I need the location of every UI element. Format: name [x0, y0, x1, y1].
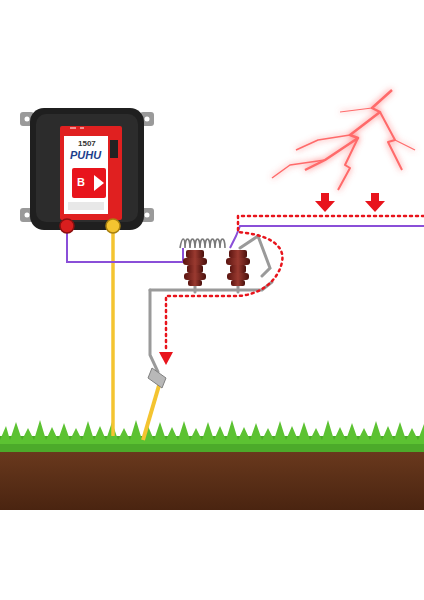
spring-coil	[180, 239, 225, 248]
energizer	[20, 108, 154, 233]
lightning	[272, 90, 415, 190]
earth-wire	[143, 382, 160, 440]
surge-arrow	[315, 193, 385, 212]
diverter-frame	[150, 236, 272, 372]
earth-wire	[111, 228, 115, 436]
earth-clamp	[148, 368, 166, 388]
device-label: 1507	[78, 140, 96, 148]
surge-arrowhead	[159, 352, 173, 365]
soil	[0, 448, 424, 510]
insulator	[226, 250, 250, 286]
device-label: B	[77, 177, 85, 188]
surge-path	[166, 216, 424, 352]
fence-wire	[67, 230, 183, 262]
grass-blades	[0, 420, 424, 444]
device-label: PUHU	[70, 150, 101, 161]
insulator	[183, 250, 207, 286]
